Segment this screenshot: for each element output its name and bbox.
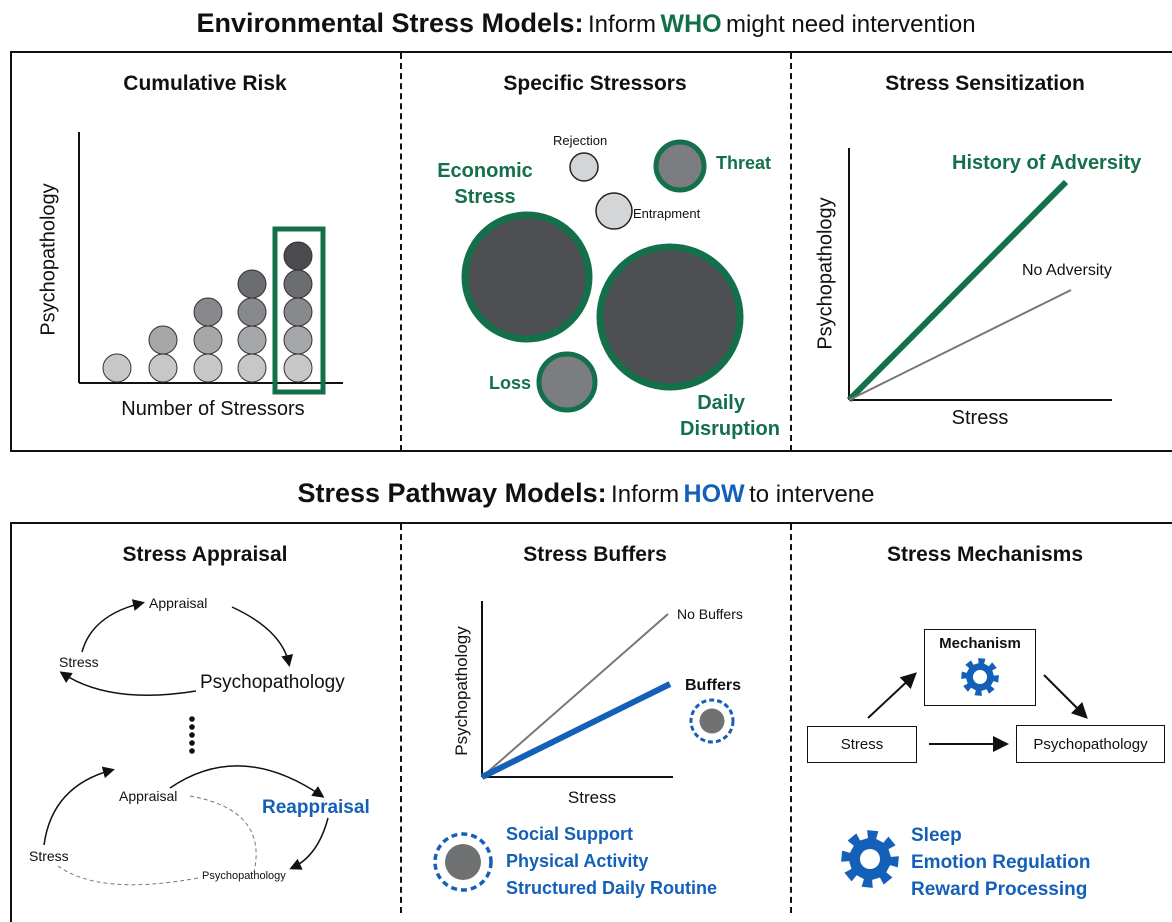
buffers-label: Buffers (685, 677, 742, 694)
cycle2-psychopathology-label: Psychopathology (202, 870, 286, 882)
buffer-core-icon (445, 844, 481, 880)
rejection-bubble (569, 152, 599, 182)
buffers-xlabel: Stress (567, 788, 617, 807)
buffer-shield-icon (433, 832, 493, 892)
mechanisms-list: Sleep Emotion Regulation Reward Processi… (911, 822, 1090, 903)
stressor-dot (283, 241, 313, 271)
stress-buffers-title: Stress Buffers (523, 543, 667, 566)
cycle2-appraisal-label: Appraisal (119, 788, 178, 804)
buffers-list-item: Physical Activity (506, 851, 649, 871)
mechanism-node: Mechanism (924, 629, 1036, 706)
no-buffers-line (481, 613, 669, 778)
economic-stress-bubble (461, 211, 593, 343)
stressor-dot (237, 269, 267, 299)
top-divider-1 (400, 53, 402, 451)
buffer-core-small (699, 708, 725, 734)
gear-icon (841, 830, 899, 888)
top-heading-post: might need intervention (726, 11, 976, 38)
mechanisms-list-item: Sleep (911, 825, 962, 846)
entrapment-bubble (595, 192, 633, 230)
bottom-heading-post: to intervene (749, 481, 875, 508)
economic-label-line2: Stress (454, 186, 516, 208)
stress-node: Stress (807, 726, 917, 763)
bottom-divider-2 (790, 524, 792, 913)
daily-label-line2: Disruption (680, 418, 780, 440)
mechanisms-list-item: Reward Processing (911, 879, 1088, 900)
buffers-list-item: Structured Daily Routine (506, 878, 718, 898)
psychopathology-node: Psychopathology (1016, 725, 1165, 763)
bottom-divider-1 (400, 524, 402, 913)
bottom-heading-key: HOW (683, 480, 745, 508)
gear-icon (961, 658, 999, 696)
cycle1-stress-label: Stress (59, 654, 99, 670)
top-panel-box (10, 51, 1172, 452)
stressor-dot (193, 297, 223, 327)
bottom-panel-box (10, 522, 1172, 922)
buffer-shield-small (689, 698, 735, 744)
history-of-adversity-label: History of Adversity (952, 152, 1142, 174)
bottom-heading: Stress Pathway Models: Inform HOW to int… (0, 478, 1172, 509)
no-buffers-label: No Buffers (677, 606, 743, 622)
history-of-adversity-line (846, 179, 1069, 403)
no-adversity-label: No Adversity (1022, 262, 1112, 279)
cumulative-risk-xlabel: Number of Stressors (121, 398, 305, 420)
stressor-dot (102, 353, 132, 383)
no-adversity-line (848, 289, 1072, 401)
top-heading-pre: Inform (588, 11, 657, 38)
loss-bubble (536, 351, 598, 413)
top-heading-key: WHO (660, 10, 722, 38)
buffers-list: Social Support Physical Activity Structu… (506, 821, 717, 902)
stacked-stressor-dots (102, 241, 313, 383)
economic-label-line1: Economic (437, 160, 533, 182)
rejection-label: Rejection (553, 133, 608, 148)
daily-label-line1: Daily (697, 392, 745, 414)
cycle1-psychopathology-label: Psychopathology (200, 672, 345, 693)
daily-disruption-bubble (596, 243, 744, 391)
threat-bubble (653, 139, 707, 193)
mechanisms-list-item: Emotion Regulation (911, 852, 1091, 873)
bottom-heading-bold: Stress Pathway Models: (297, 478, 607, 508)
highlight-column-box (272, 226, 326, 395)
stress-sensitization-title: Stress Sensitization (885, 72, 1085, 95)
economic-stress-label: Economic Stress (430, 158, 540, 210)
buffers-line (480, 681, 672, 780)
entrapment-label: Entrapment (633, 206, 701, 221)
specific-stressors-title: Specific Stressors (503, 72, 687, 95)
stress-mechanisms-title: Stress Mechanisms (886, 543, 1084, 566)
bottom-heading-pre: Inform (611, 481, 680, 508)
stress-appraisal-title: Stress Appraisal (122, 543, 288, 566)
buffers-list-item: Social Support (506, 824, 634, 844)
top-heading: Environmental Stress Models: Inform WHO … (0, 8, 1172, 39)
daily-disruption-label: Daily Disruption (680, 390, 780, 442)
loss-label: Loss (489, 373, 532, 393)
mechanism-node-label: Mechanism (939, 635, 1021, 652)
reappraisal-label: Reappraisal (262, 797, 370, 818)
top-divider-2 (790, 53, 792, 451)
cumulative-risk-title: Cumulative Risk (123, 72, 287, 95)
sensitization-xlabel: Stress (951, 407, 1009, 429)
top-heading-bold: Environmental Stress Models: (196, 8, 584, 38)
cycle2-stress-label: Stress (29, 848, 69, 864)
threat-label: Threat (716, 153, 772, 173)
stressor-dot (148, 325, 178, 355)
cycle1-appraisal-label: Appraisal (149, 595, 208, 611)
